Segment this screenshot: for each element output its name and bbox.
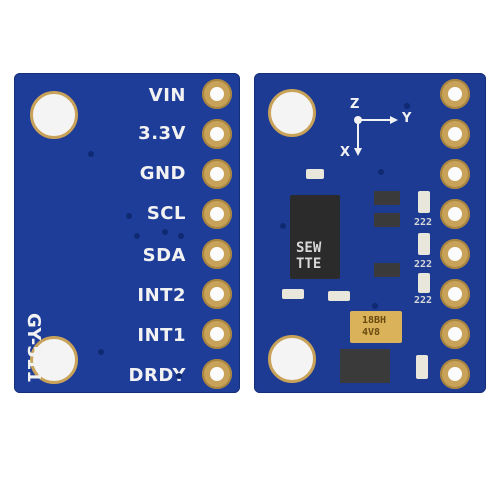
via [378,169,384,175]
pin-label-int1: INT1 [137,325,186,346]
mounting-hole-icon [30,336,78,384]
pin-label-sda: SDA [142,245,186,266]
solder-pad-icon [202,359,232,389]
solder-pad-icon [440,279,470,309]
pcb-front-side: Z Y X SEW TTE 222 222 222 18BH 4V8 [254,73,486,393]
via [88,151,94,157]
transistor [374,191,400,205]
smd-capacitor [306,169,324,179]
pin-label-gnd: GND [139,163,186,184]
solder-pad-icon [202,159,232,189]
pin-label-scl: SCL [146,203,186,224]
resistor-code: 222 [414,295,433,306]
axis-arrow-icon [354,116,398,156]
via [372,303,378,309]
axis-x-label: X [340,145,351,160]
solder-pad-icon [440,159,470,189]
solder-pad-icon [202,279,232,309]
tantalum-capacitor [350,311,402,343]
pcb-back-side: GY-511 VIN 3.3V GND SCL SDA INT2 INT1 DR… [14,73,240,393]
pin-label-vin: VIN [148,85,186,106]
smd-resistor [418,233,430,255]
smd-capacitor [328,291,350,301]
transistor [374,213,400,227]
via [404,103,410,109]
sensor-chip [290,195,340,279]
chip-marking-line2: TTE [296,256,322,272]
smd-capacitor [282,289,304,299]
via [162,229,168,235]
solder-pad-icon [440,79,470,109]
mounting-hole-icon [268,89,316,137]
capacitor-marking-line1: 18BH [362,315,387,326]
solder-pad-icon [440,199,470,229]
smd-resistor [418,191,430,213]
pin-label-3v3: 3.3V [138,123,186,144]
smd-resistor [418,273,430,293]
via [178,233,184,239]
solder-pad-icon [202,319,232,349]
solder-pad-icon [202,119,232,149]
mounting-hole-icon [268,335,316,383]
via [176,373,182,379]
model-label: GY-511 [23,313,44,383]
solder-pad-icon [202,79,232,109]
resistor-code: 222 [414,259,433,270]
mounting-hole-icon [30,91,78,139]
capacitor-marking-line2: 4V8 [362,327,381,338]
transistor [374,263,400,277]
resistor-code: 222 [414,217,433,228]
solder-pad-icon [440,239,470,269]
solder-pad-icon [440,119,470,149]
smd-resistor [416,355,428,379]
via [134,233,140,239]
via [98,349,104,355]
axis-y-label: Y [402,111,412,126]
solder-pad-icon [440,319,470,349]
pin-label-drdy: DRDY [128,365,186,386]
solder-pad-icon [440,359,470,389]
via [280,223,286,229]
solder-pad-icon [202,199,232,229]
solder-pad-icon [202,239,232,269]
pin-label-int2: INT2 [137,285,186,306]
chip-marking-line1: SEW [296,240,322,256]
voltage-regulator [340,349,390,383]
via [126,213,132,219]
axis-z-label: Z [350,97,360,112]
